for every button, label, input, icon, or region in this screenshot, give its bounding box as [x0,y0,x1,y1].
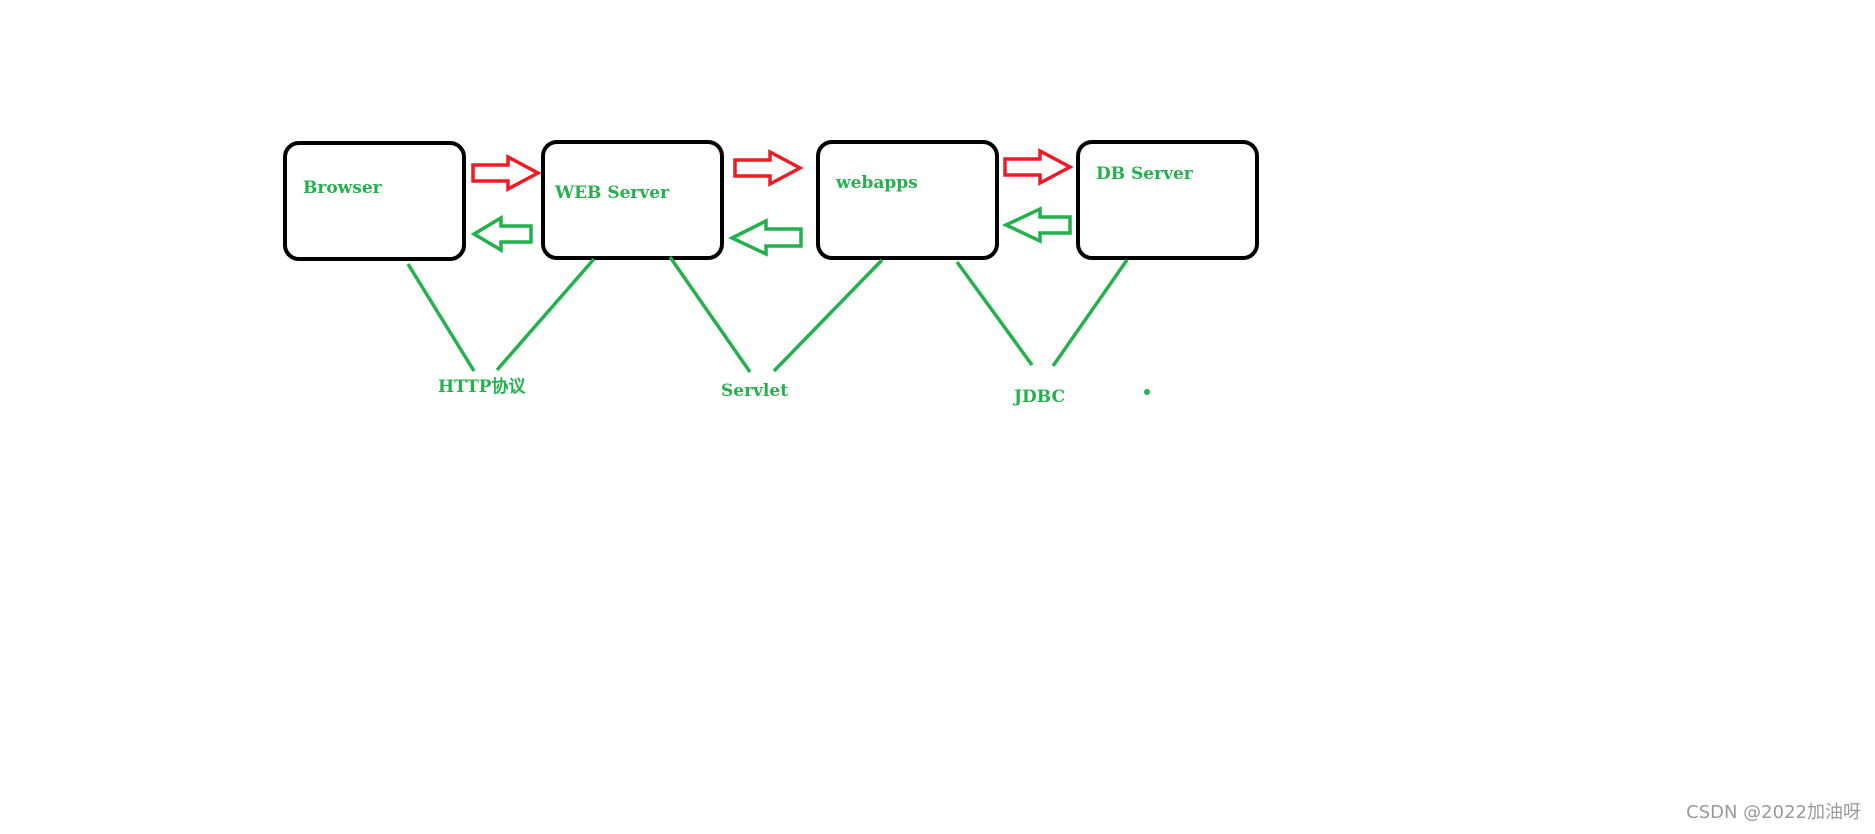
jdbc-connector-right [1051,258,1129,368]
request-arrow-3 [1003,148,1074,186]
servlet-connector-left [668,256,752,373]
response-arrow-1 [470,214,533,254]
response-arrow-2 [727,218,803,257]
http-label: HTTP协议 [438,377,526,397]
webapps-box [816,140,999,260]
jdbc-connector-left [955,260,1034,367]
response-arrow-3 [1001,206,1072,244]
browser-box [283,141,466,261]
request-arrow-2 [733,149,804,187]
web-server-box [541,140,724,260]
request-arrow-1 [471,154,542,192]
csdn-watermark: CSDN @2022加油呀 [1686,802,1861,823]
servlet-connector-right [772,258,884,373]
browser-label: Browser [303,178,382,198]
db-server-box [1076,140,1259,260]
db-server-label: DB Server [1096,164,1193,184]
web-server-label: WEB Server [555,183,670,203]
stray-dot [1144,389,1150,395]
http-connector-right [495,257,596,372]
webapps-label: webapps [836,173,918,193]
jdbc-label: JDBC [1014,387,1065,407]
servlet-label: Servlet [721,381,789,401]
http-connector-left [406,263,476,372]
